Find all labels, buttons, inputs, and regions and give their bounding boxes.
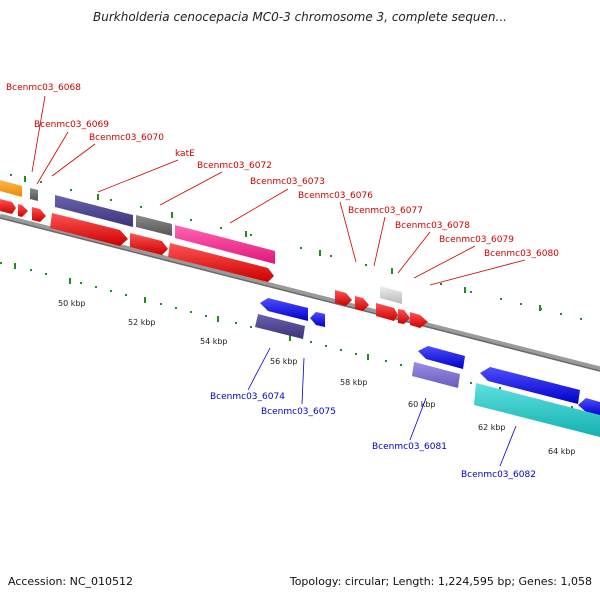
gene-feature[interactable] [50,213,128,246]
gene-label[interactable]: Bcenmc03_6068 [6,83,81,93]
reverse-features [255,298,600,437]
forward-features [0,180,428,328]
scale-label: 50 kbp [58,299,86,308]
scale-label: 60 kbp [408,400,436,409]
leader-lines-bottom [247,347,517,467]
gene-feature[interactable] [18,204,28,217]
gene-label[interactable]: Bcenmc03_6073 [250,177,325,187]
upper-dot-track [10,174,582,320]
gene-label[interactable]: Bcenmc03_6075 [261,407,336,417]
gene-label[interactable]: Bcenmc03_6081 [372,442,447,452]
scale-label: 52 kbp [128,318,156,327]
gene-feature[interactable] [355,296,369,311]
gene-feature[interactable] [175,225,275,264]
gene-label[interactable]: Bcenmc03_6078 [395,221,470,231]
scale-label: 62 kbp [478,423,506,432]
gene-feature[interactable] [260,298,308,321]
backbone-line [0,213,600,372]
gene-label[interactable]: Bcenmc03_6069 [34,120,109,130]
gene-label[interactable]: Bcenmc03_6074 [210,392,285,402]
gene-label[interactable]: Bcenmc03_6080 [484,249,559,259]
gene-label[interactable]: katE [175,149,195,159]
scale-label: 56 kbp [270,357,298,366]
gene-feature[interactable] [255,314,305,339]
gene-feature[interactable] [380,286,402,304]
scale-label: 58 kbp [340,378,368,387]
gene-feature[interactable] [130,233,168,255]
gene-feature[interactable] [412,362,460,388]
map-title: Burkholderia cenocepacia MC0-3 chromosom… [93,10,507,24]
backbone-line-shadow [0,217,600,372]
gene-feature[interactable] [310,312,325,327]
gene-feature[interactable] [30,188,38,201]
gene-label[interactable]: Bcenmc03_6072 [197,161,272,171]
gene-feature[interactable] [410,312,428,328]
gene-feature[interactable] [578,398,600,416]
gene-feature[interactable] [32,207,46,222]
gene-label[interactable]: Bcenmc03_6070 [89,133,164,143]
gene-feature[interactable] [335,290,352,306]
accession-text: Accession: NC_010512 [8,575,134,588]
gene-feature[interactable] [474,383,600,437]
scale-label: 54 kbp [200,337,228,346]
gene-label[interactable]: Bcenmc03_6079 [439,235,514,245]
gene-feature[interactable] [0,199,16,214]
gene-feature[interactable] [376,303,398,321]
gene-label[interactable]: Bcenmc03_6076 [298,191,373,201]
gene-labels-bottom: Bcenmc03_6074 Bcenmc03_6075 Bcenmc03_608… [210,392,536,480]
gene-feature[interactable] [55,195,133,227]
gene-feature[interactable] [0,180,22,197]
gene-feature[interactable] [168,243,274,282]
gene-feature[interactable] [418,346,465,369]
leader-lines-top [31,95,526,286]
gene-label[interactable]: Bcenmc03_6077 [348,206,423,216]
gene-feature[interactable] [136,215,172,236]
topology-summary: Topology: circular; Length: 1,224,595 bp… [289,575,592,588]
upper-major-ticks [24,176,541,311]
gene-feature[interactable] [480,367,580,404]
gene-label[interactable]: Bcenmc03_6082 [461,470,536,480]
gene-feature[interactable] [398,309,410,324]
scale-label: 64 kbp [548,447,576,456]
gene-labels-top: Bcenmc03_6068 Bcenmc03_6069 Bcenmc03_607… [6,83,559,259]
